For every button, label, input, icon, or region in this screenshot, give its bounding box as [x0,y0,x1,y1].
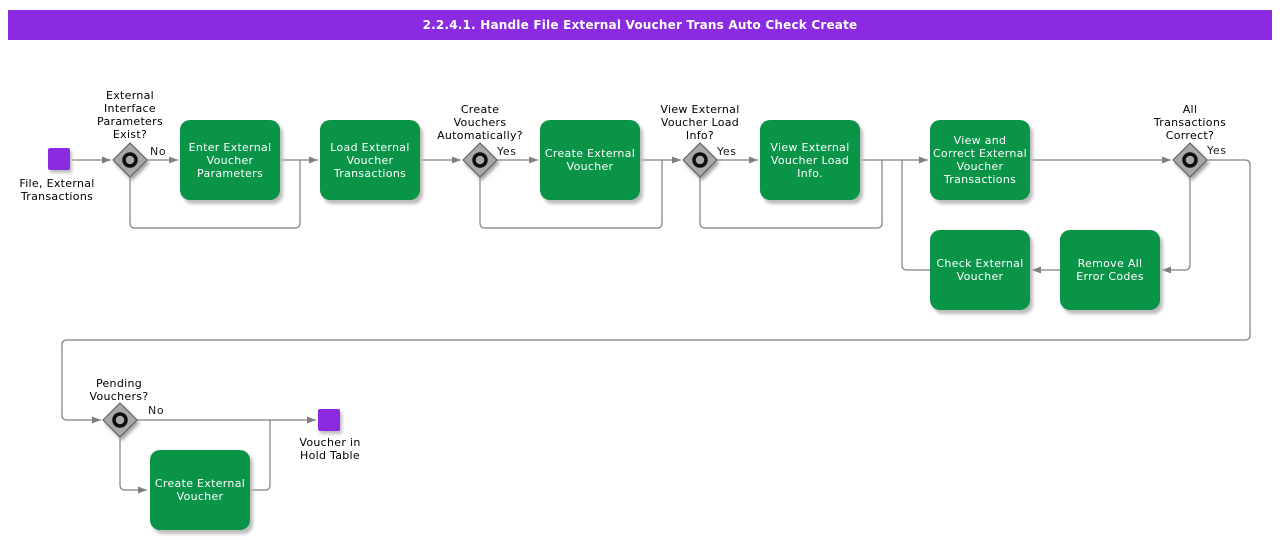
connector-decision3-bypass [699,160,883,229]
process-label: Create External Voucher [544,147,636,173]
decision-label-pending-vouchers: Pending Vouchers? [89,377,149,403]
connector-decision2-bypass [479,160,663,229]
connector-decision5-to-create-voucher2 [119,437,147,494]
decision-label-create-vouchers-automatically: Create Vouchers Automatically? [437,103,523,142]
decision-all-transactions-correct [1172,142,1208,178]
process-create-external-voucher[interactable]: Create External Voucher [540,120,640,200]
process-create-external-voucher-2[interactable]: Create External Voucher [150,450,250,530]
branch-label-yes-2: Yes [717,145,737,158]
decision-create-vouchers-automatically [462,142,498,178]
start-event-label: File, External Transactions [19,177,95,203]
decision-view-external-voucher-load-info [682,142,718,178]
process-enter-external-voucher-parameters[interactable]: Enter External Voucher Parameters [180,120,280,200]
process-label: View External Voucher Load Info. [770,140,850,180]
connector-decision4-no-to-remove-errors [1162,177,1191,274]
end-event-node [318,409,340,431]
branch-label-yes-3: Yes [1207,144,1227,157]
connector-decision4-yes-to-decision5 [61,159,1251,424]
decision-external-interface-parameters-exist [112,142,148,178]
branch-label-no-2: No [148,404,165,417]
process-view-and-correct-external-voucher-transactions[interactable]: View and Correct External Voucher Transa… [930,120,1030,200]
process-view-external-voucher-load-info[interactable]: View External Voucher Load Info. [760,120,860,200]
process-check-external-voucher[interactable]: Check External Voucher [930,230,1030,310]
decision-pending-vouchers [102,402,138,438]
start-event-node [48,148,70,170]
process-remove-all-error-codes[interactable]: Remove All Error Codes [1060,230,1160,310]
connector-create-voucher2-to-end [250,420,271,491]
process-label: Load External Voucher Transactions [330,140,410,180]
end-event-label: Voucher in Hold Table [299,436,361,462]
process-label: View and Correct External Voucher Transa… [932,134,1028,186]
decision-label-external-interface-parameters-exist: External Interface Parameters Exist? [97,89,163,141]
title-bar: 2.2.4.1. Handle File External Voucher Tr… [8,10,1272,40]
branch-label-yes-1: Yes [497,145,517,158]
process-label: Enter External Voucher Parameters [188,140,272,180]
page-title: 2.2.4.1. Handle File External Voucher Tr… [422,18,858,32]
connector-decision1-bypass [129,160,301,229]
process-label: Create External Voucher [154,477,246,503]
decision-label-view-external-voucher-load-info: View External Voucher Load Info? [660,103,740,142]
connector-check-voucher-feedback [901,160,930,271]
process-label: Remove All Error Codes [1076,257,1144,283]
process-load-external-voucher-transactions[interactable]: Load External Voucher Transactions [320,120,420,200]
decision-label-all-transactions-correct: All Transactions Correct? [1153,103,1227,142]
process-label: Check External Voucher [936,257,1024,283]
branch-label-no-1: No [150,145,167,158]
